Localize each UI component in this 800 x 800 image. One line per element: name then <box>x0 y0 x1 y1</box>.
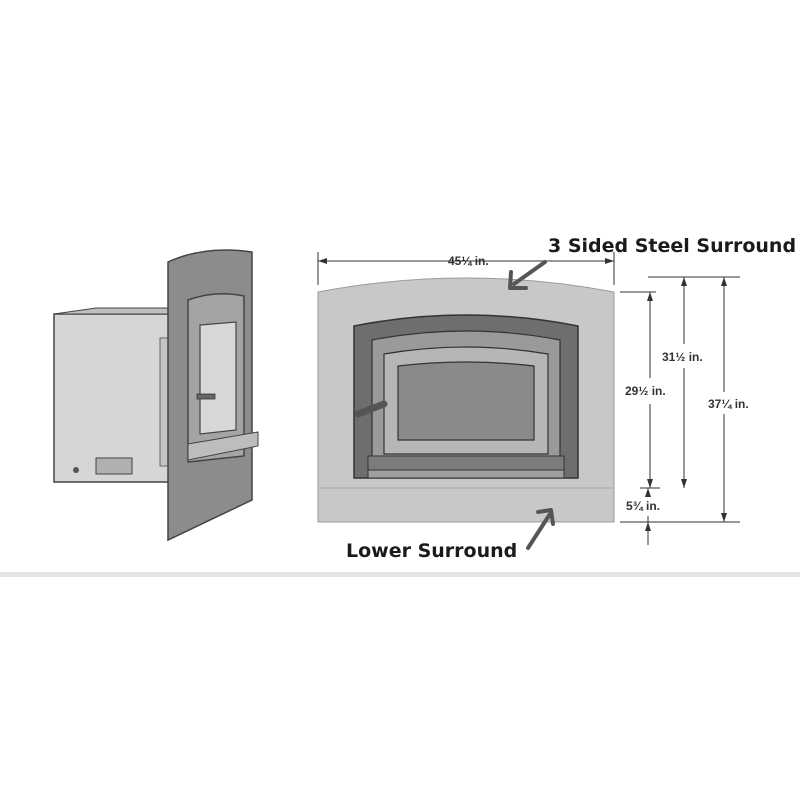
ash-lip-base <box>367 469 565 479</box>
lower-height-dim-label: 5¾ in. <box>626 499 660 513</box>
insert-perspective-view <box>53 249 259 542</box>
door-glass-side <box>199 321 237 435</box>
callout-arrows <box>508 260 555 550</box>
section-divider <box>0 572 800 577</box>
insert-front-view <box>317 277 615 523</box>
opening-height-dim-label: 29½ in. <box>625 384 666 398</box>
lower-surround-callout: Lower Surround <box>346 540 517 562</box>
lower-surround <box>317 487 615 523</box>
ash-lip-side <box>187 431 259 461</box>
steel-surround-arrow <box>512 260 547 286</box>
door-glass <box>397 361 535 441</box>
bottom-knob <box>73 467 79 473</box>
lower-surround-arrow <box>526 512 552 550</box>
steel-surround-callout: 3 Sided Steel Surround <box>548 235 796 257</box>
door-handle <box>354 400 388 418</box>
surround-height-dim-label: 31½ in. <box>662 350 703 364</box>
width-dim-label: 45¼ in. <box>448 254 489 268</box>
total-height-dim-label: 37¼ in. <box>708 397 749 411</box>
firebox-top <box>53 307 173 315</box>
ash-lip <box>367 455 565 471</box>
dimension-lines <box>317 252 740 545</box>
firebox-body <box>53 313 173 483</box>
door-handle-side <box>196 393 216 400</box>
air-intake-vent <box>95 457 133 475</box>
